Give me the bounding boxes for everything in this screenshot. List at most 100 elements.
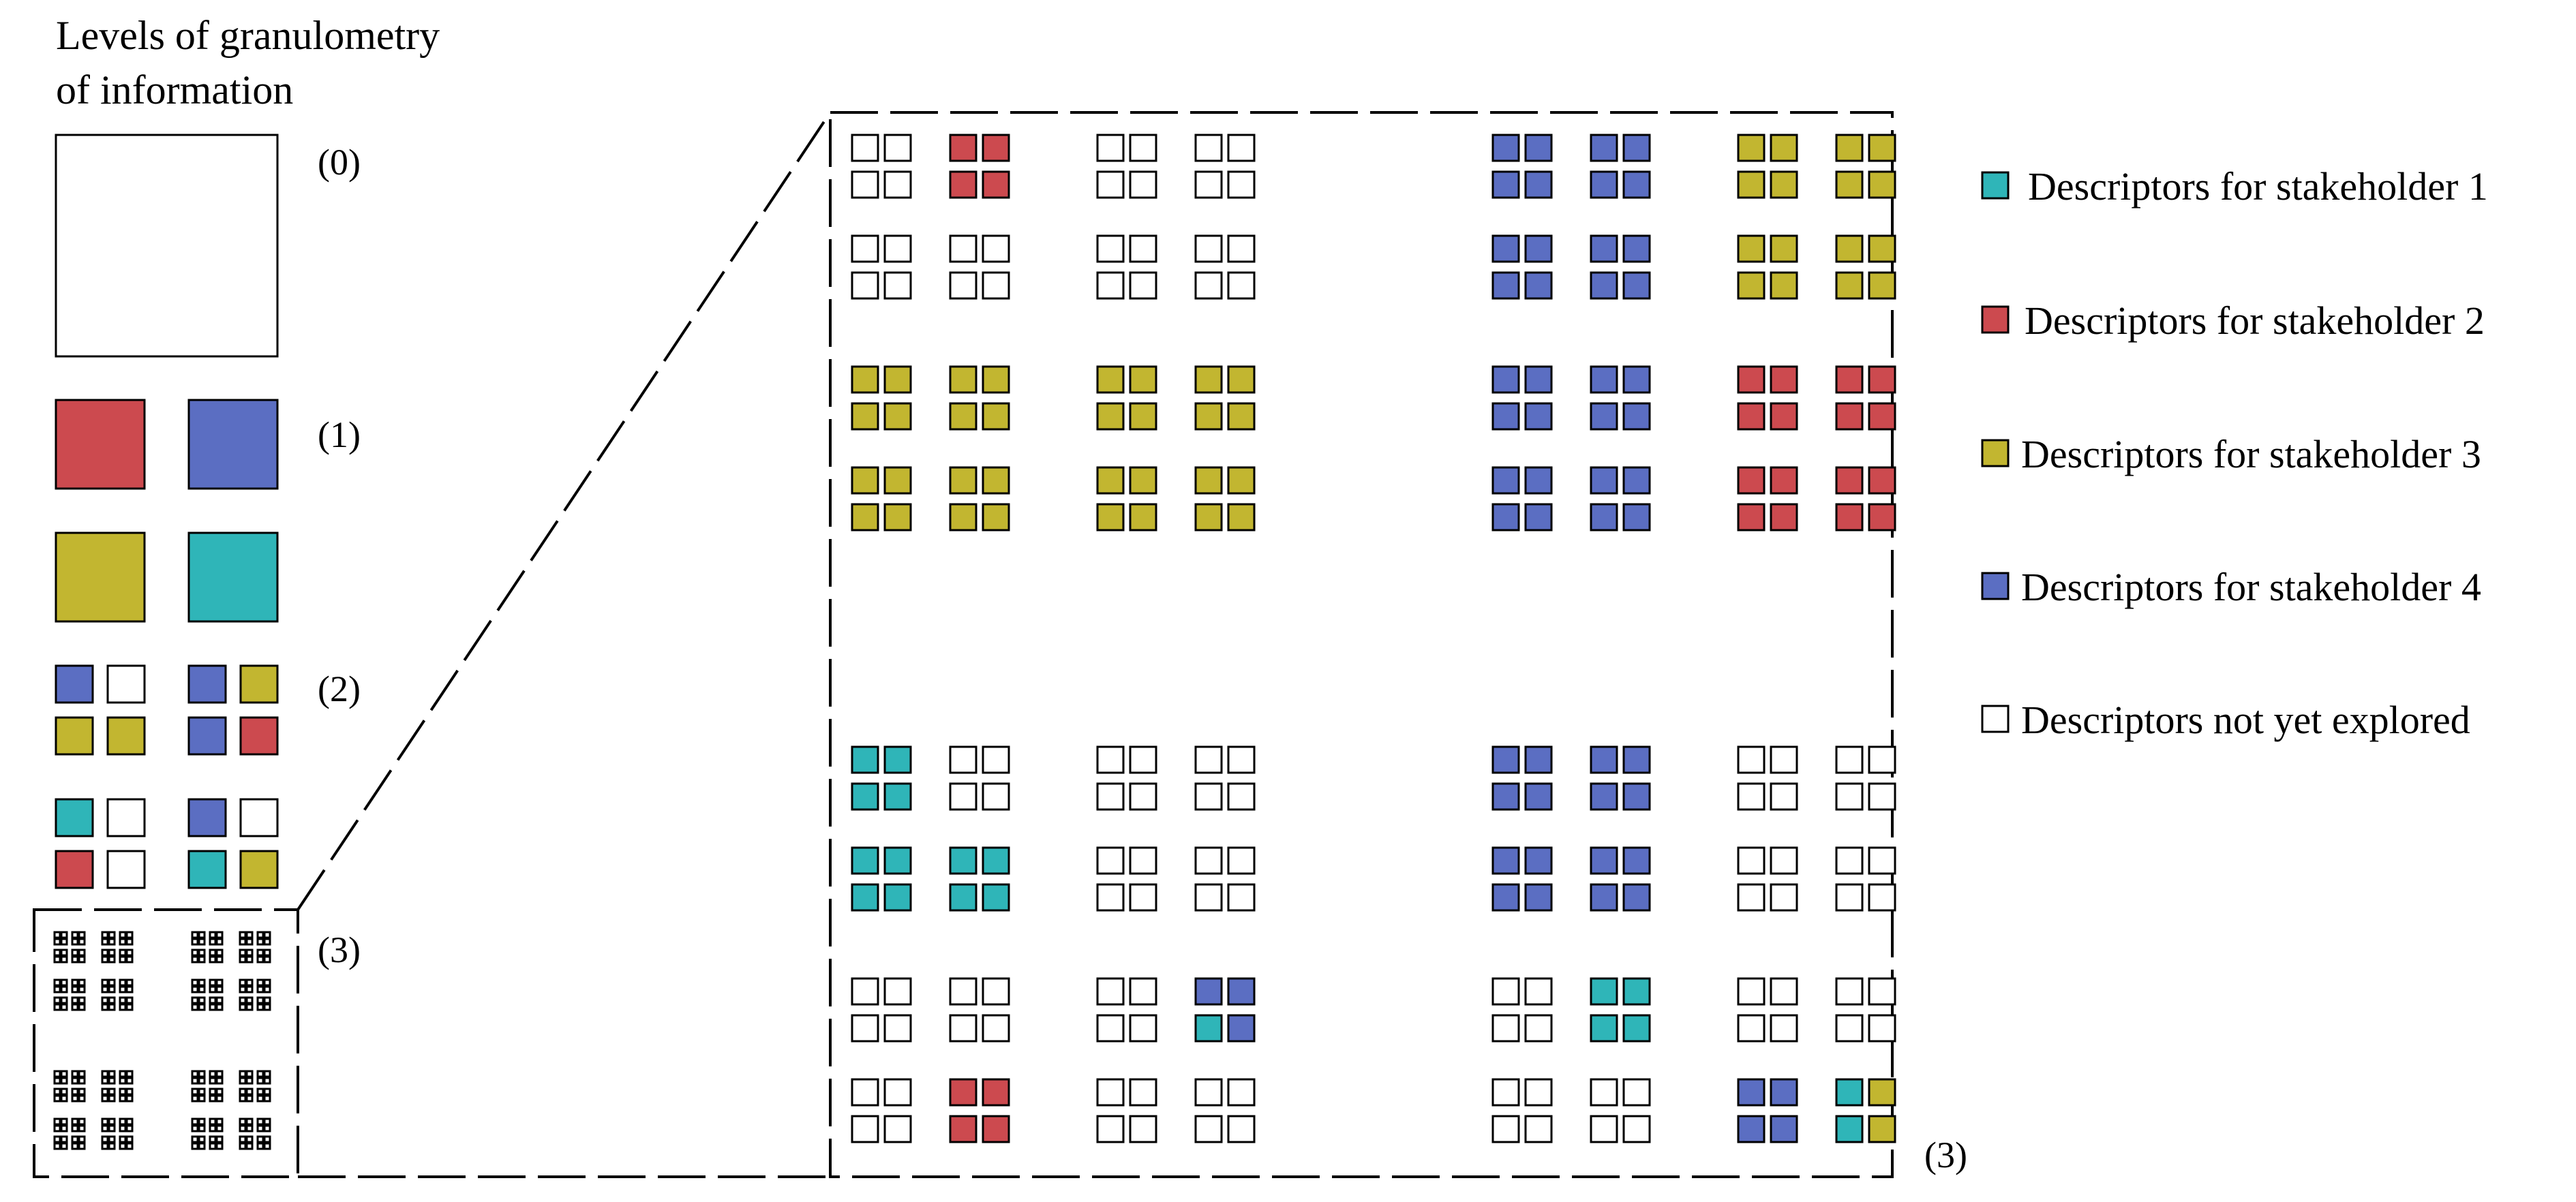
level-3-mini-cell	[239, 1142, 247, 1150]
level-3-mini-cell	[263, 1003, 271, 1011]
level-3-mini-cell	[60, 1077, 68, 1085]
level-3-mini-cell	[215, 1094, 224, 1103]
level-3-mini-cell	[125, 938, 134, 946]
level-3-cell-blue	[1622, 745, 1651, 774]
level-3-cell-blue	[1524, 170, 1553, 199]
level-3-cell-olive	[1227, 503, 1256, 531]
level-3-mini-cell	[119, 1124, 127, 1132]
level-3-cell-white	[1491, 1115, 1520, 1143]
level-3-cell-white	[1524, 977, 1553, 1006]
level-3-cell-red	[1737, 402, 1766, 431]
level-3-mini-cell	[125, 1077, 134, 1085]
level-3-cell-white	[883, 170, 912, 199]
level-3-cell-blue	[1590, 745, 1618, 774]
level-3-cell-blue	[1524, 271, 1553, 300]
level-3-mini-cell	[125, 1094, 134, 1103]
level-3-mini-cell	[239, 1118, 247, 1126]
level-3-mini-cell	[256, 978, 264, 987]
level-3-cell-blue	[1491, 234, 1520, 263]
level-3-mini-cell	[108, 1070, 116, 1078]
level-3-cell-blue	[1622, 466, 1651, 495]
level-3-mini-cell	[125, 931, 134, 939]
level-3-cell-blue	[1524, 503, 1553, 531]
level-3-mini-cell	[108, 1142, 116, 1150]
level-3-cell-white	[1524, 1078, 1553, 1107]
level-3-cell-white	[1096, 271, 1125, 300]
level-3-mini-cell	[119, 938, 127, 946]
level-3-cell-white	[1770, 846, 1798, 875]
level-3-cell-red	[1868, 503, 1896, 531]
level-2-grid	[55, 664, 279, 889]
level-3-mini-cell	[263, 978, 271, 987]
level-3-cell-white	[1194, 234, 1223, 263]
level-3-mini-cell	[60, 1003, 68, 1011]
level-3-mini-cell	[125, 1088, 134, 1096]
level-3-mini-cell	[198, 931, 206, 939]
level-3-mini-cell	[53, 1094, 61, 1103]
level-3-mini-cell	[215, 1118, 224, 1126]
legend-label-stakeholder-1: Descriptors for stakeholder 1	[2028, 164, 2488, 209]
level-1-grid	[55, 399, 279, 623]
level-3-mini-cell	[53, 938, 61, 946]
level-3-mini-cell	[239, 1094, 247, 1103]
level-3-mini-cell	[78, 1124, 86, 1132]
level-3-mini-cell	[191, 1003, 199, 1011]
level-3-mini-cell	[78, 996, 86, 1004]
level-3-mini-cell	[53, 1142, 61, 1150]
level-3-mini-cell	[245, 949, 254, 957]
level-3-cell-white	[1129, 1078, 1157, 1107]
level-3-mini-cell	[125, 985, 134, 993]
level-3-cell-olive	[1770, 234, 1798, 263]
level-3-cell-white	[1524, 1014, 1553, 1043]
level-3-cell-white	[1129, 883, 1157, 912]
level-3-cell-white	[883, 1115, 912, 1143]
level-3-mini-cell	[239, 1124, 247, 1132]
level-3-mini-cell	[71, 1124, 79, 1132]
level-3-cell-white	[1194, 134, 1223, 162]
level-3-mini-cell	[71, 938, 79, 946]
level-3-mini-cell	[198, 949, 206, 957]
level-3-mini-cell	[209, 1124, 217, 1132]
level-3-zoom-label: (3)	[1924, 1135, 1967, 1175]
level-3-cell-olive	[949, 365, 978, 394]
level-3-cell-olive	[1194, 402, 1223, 431]
level-3-cell-olive	[1194, 365, 1223, 394]
level-3-cell-cyan	[949, 846, 978, 875]
level-3-mini-cell	[209, 996, 217, 1004]
level-3-cell-blue	[1491, 170, 1520, 199]
level-3-mini-cell	[245, 1124, 254, 1132]
level-3-cell-olive	[1227, 466, 1256, 495]
level-2-cell-cyan	[55, 798, 94, 837]
level-3-cell-white	[1129, 977, 1157, 1006]
level-3-mini-cell	[191, 931, 199, 939]
level-3-cell-blue	[1491, 846, 1520, 875]
level-3-mini-cell	[191, 985, 199, 993]
level-3-mini-cell	[71, 949, 79, 957]
level-3-cell-white	[1835, 745, 1864, 774]
level-3-cell-blue	[1524, 782, 1553, 811]
legend-swatch-not-explored	[1981, 705, 2010, 733]
level-3-mini-cell	[119, 1070, 127, 1078]
level-3-mini-cell	[256, 1070, 264, 1078]
level-3-mini-cell	[239, 955, 247, 964]
level-3-cell-white	[1868, 745, 1896, 774]
level-3-cell-white	[1096, 234, 1125, 263]
level-3-cell-white	[1129, 745, 1157, 774]
level-3-cell-olive	[1737, 170, 1766, 199]
level-3-mini-cell	[53, 1124, 61, 1132]
level-3-mini-cell	[245, 1077, 254, 1085]
level-3-cell-white	[883, 234, 912, 263]
level-3-mini-cell	[263, 938, 271, 946]
level-3-mini-cell	[125, 1124, 134, 1132]
level-3-mini-cell	[53, 1070, 61, 1078]
level-3-mini-cell	[119, 1094, 127, 1103]
level-3-cell-white	[851, 134, 879, 162]
level-2-cell-olive	[55, 716, 94, 756]
level-3-mini-cell	[198, 1124, 206, 1132]
level-3-mini-cell	[78, 931, 86, 939]
level-3-cell-white	[982, 782, 1010, 811]
legend-swatch-stakeholder-3	[1981, 439, 2010, 467]
level-3-mini-cell	[101, 1003, 109, 1011]
level-3-cell-white	[883, 271, 912, 300]
level-3-mini-cell	[119, 949, 127, 957]
